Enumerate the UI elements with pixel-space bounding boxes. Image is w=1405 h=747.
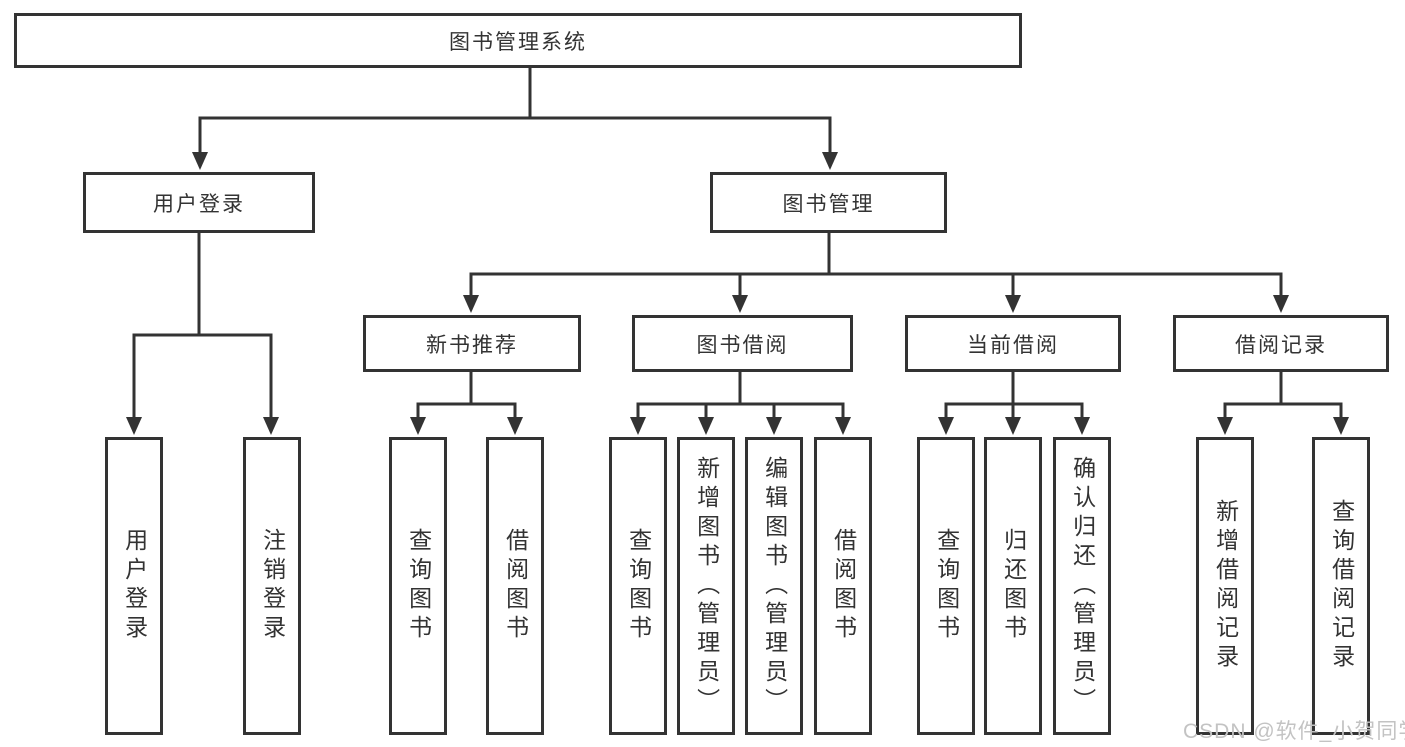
node-label: 查询图书 (405, 528, 432, 644)
node-label: 查询图书 (625, 528, 652, 644)
leaf-query-books-current: 查询图书 (917, 437, 975, 735)
node-label: 当前借阅 (967, 333, 1059, 357)
csdn-watermark: CSDN @软件_小贺同学 (1183, 720, 1405, 743)
node-label: 图书借阅 (696, 333, 789, 357)
node-label: 借阅记录 (1235, 333, 1327, 357)
leaf-query-books-borrowing: 查询图书 (609, 437, 667, 735)
leaf-query-borrow-record: 查询借阅记录 (1312, 437, 1370, 735)
leaf-confirm-return-admin: 确认归还（管理员） (1053, 437, 1111, 735)
leaf-logout: 注销登录 (243, 437, 301, 735)
node-borrowing-records: 借阅记录 (1173, 315, 1389, 372)
node-current-borrowing: 当前借阅 (905, 315, 1121, 372)
node-label: 用户登录 (121, 528, 148, 644)
node-label: 用户登录 (153, 192, 245, 216)
node-label: 编辑图书（管理员） (761, 455, 788, 717)
node-label: 归还图书 (1000, 528, 1027, 644)
node-root-system: 图书管理系统 (14, 13, 1022, 68)
node-label: 注销登录 (259, 528, 286, 644)
node-label: 借阅图书 (502, 528, 529, 644)
node-label: 图书管理 (782, 192, 875, 216)
node-label: 确认归还（管理员） (1069, 455, 1096, 717)
node-new-book-recommendation: 新书推荐 (363, 315, 581, 372)
leaf-edit-books-admin: 编辑图书（管理员） (745, 437, 803, 735)
node-user-login: 用户登录 (83, 172, 315, 233)
node-book-management: 图书管理 (710, 172, 947, 233)
node-label: 查询图书 (933, 528, 960, 644)
leaf-add-books-admin: 新增图书（管理员） (677, 437, 735, 735)
node-book-borrowing: 图书借阅 (632, 315, 853, 372)
node-label: 图书管理系统 (449, 30, 587, 54)
leaf-query-books-recommend: 查询图书 (389, 437, 447, 735)
tree-edges (126, 68, 1349, 435)
node-label: 新增借阅记录 (1212, 499, 1239, 673)
node-label: 新增图书（管理员） (693, 455, 720, 717)
node-label: 借阅图书 (830, 528, 857, 644)
node-label: 查询借阅记录 (1328, 499, 1355, 673)
leaf-user-login: 用户登录 (105, 437, 163, 735)
node-label: 新书推荐 (426, 333, 518, 357)
leaf-borrow-books-borrowing: 借阅图书 (814, 437, 872, 735)
leaf-add-borrow-record: 新增借阅记录 (1196, 437, 1254, 735)
leaf-borrow-books-recommend: 借阅图书 (486, 437, 544, 735)
leaf-return-books: 归还图书 (984, 437, 1042, 735)
